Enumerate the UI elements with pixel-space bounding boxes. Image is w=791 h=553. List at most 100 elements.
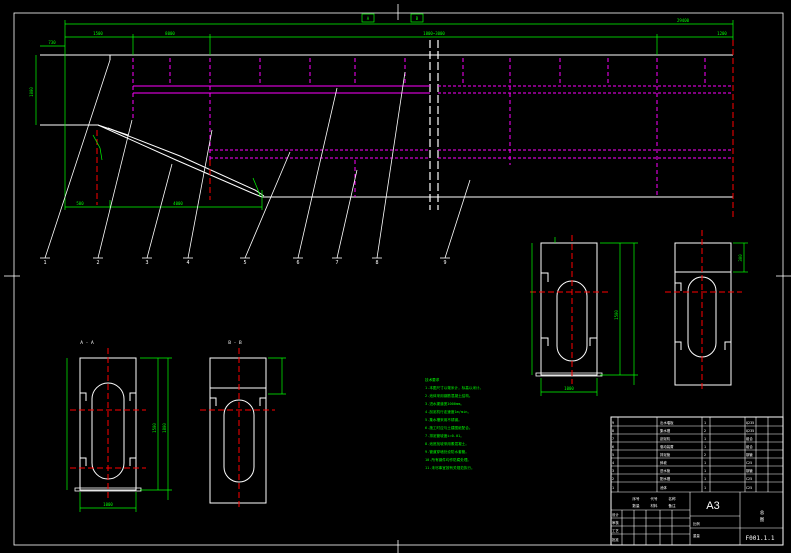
part-9-no: 9 [612,421,614,425]
part-9-name: 出水堰板 [660,420,674,425]
right2-dim-height: 300 [738,254,743,262]
note-3: 3.进水渠道宽1000mm。 [425,401,464,406]
section-a-view: A - A 1000 1500 1800 [66,340,172,512]
callout-2: 2 [96,260,99,266]
dim-bottom-left: 500 [76,201,84,206]
note-9: 9.管道穿墙处设防水套管。 [425,449,469,454]
th-qty: 数量 [632,503,640,508]
section-a-title: A - A [80,340,94,346]
part-4-name: 斜坡 [660,460,667,465]
title-char-2: 图 [760,517,765,523]
part-8-mat: Q235 [746,429,754,433]
part-9-qty: 1 [704,421,706,425]
drawing-number: F001.1.1 [746,535,775,542]
callout-1: 1 [43,260,46,266]
scale-label: 比例 [693,521,700,526]
part-4-no: 4 [612,461,614,465]
section-b-view: B - B [200,340,286,510]
break-lines [429,40,439,210]
callout-9: 9 [443,260,446,266]
right-section-2: 300 [665,230,748,392]
part-8-qty: 2 [704,429,706,433]
note-8: 8.池底找坡采用素混凝土。 [425,441,469,446]
dim-top-seg3: 1200 [717,31,727,36]
label-a: A [367,16,370,21]
note-7: 7.排泥管坡度i=0.01。 [425,433,464,438]
section-a-dim-height: 1500 [152,423,157,433]
part-7-qty: 1 [704,437,706,441]
leader-lines [40,59,471,259]
dim-top-total: 29400 [677,18,690,23]
part-6-mat: 组合 [746,444,753,449]
part-5-mat: 钢管 [746,452,753,457]
part-1-qty: 1 [704,486,706,490]
section-b-title: B - B [228,340,242,346]
th-name: 名称 [668,496,676,501]
part-5-no: 5 [612,453,614,457]
part-4-mat: C25 [746,461,752,465]
sign-process: 工艺 [612,528,619,533]
th-remark: 备注 [668,503,676,508]
right1-dim-height: 1500 [614,310,619,320]
sheet-border [13,12,784,546]
dim-top-left: 730 [48,40,56,45]
part-8-name: 集水槽 [660,428,671,433]
note-1: 1.本图尺寸以毫米计，标高以米计。 [425,385,483,390]
part-8-no: 8 [612,429,614,433]
part-6-name: 驱动装置 [660,444,674,449]
part-7-no: 7 [612,437,614,441]
main-section-view: 29400 730 1500 8000 1800~3000 1200 1000 … [29,13,734,266]
part-2-no: 2 [612,477,614,481]
th-mat: 材料 [650,503,658,508]
part-7-name: 刮泥机 [660,436,671,441]
part-5-name: 排泥管 [660,452,671,457]
sign-review: 审核 [612,520,619,525]
callout-3: 3 [145,260,148,266]
dim-left-height: 1000 [29,87,34,97]
hidden-beams [133,85,733,159]
dim-bottom-mid: 4000 [173,201,183,206]
section-a-dim-height2: 1800 [162,423,167,433]
part-3-qty: 1 [704,469,706,473]
centering-marks [4,4,791,553]
right-section-1: 1000 1500 [530,235,638,396]
part-1-mat: C25 [746,486,752,490]
callout-8: 8 [375,260,378,266]
th-seq: 序号 [632,496,640,501]
right1-dim-width: 1000 [564,386,574,391]
technical-notes: 技术要求 1.本图尺寸以毫米计，标高以米计。 2.池体采用钢筋混凝土结构。 3.… [425,377,483,470]
callout-7: 7 [335,260,338,266]
part-9-mat: Q235 [746,421,754,425]
part-7-mat: 组合 [746,436,753,441]
part-4-qty: 1 [704,461,706,465]
callout-5: 5 [243,260,246,266]
section-a-dim-width: 1000 [103,502,113,507]
title-block: 9 出水堰板 1 Q235 8 集水槽 2 Q235 7 刮泥机 1 组合 6 … [610,416,784,546]
part-1-name: 池体 [660,485,667,490]
dim-top-center: 1800~3000 [423,31,445,36]
note-11: 11.未尽事宜按有关规范执行。 [425,465,475,470]
part-2-mat: C25 [746,477,752,481]
sheet-size: A3 [706,500,719,512]
inlet-outline [40,124,129,136]
callout-numbers: 1 2 3 4 5 6 7 8 9 [43,260,446,266]
weight-label: 重量 [693,533,700,538]
label-b: B [416,16,419,21]
callout-6: 6 [296,260,299,266]
notes-heading: 技术要求 [425,377,440,382]
part-5-qty: 2 [704,453,706,457]
part-1-no: 1 [612,486,614,490]
part-2-qty: 1 [704,477,706,481]
part-2-name: 配水槽 [660,476,671,481]
sloped-bottom [97,124,263,198]
sign-design: 设计 [612,512,619,517]
th-code: 代号 [650,496,658,501]
dim-top-seg1: 1500 [93,31,103,36]
title-char-1: 总 [760,509,765,516]
sign-approve: 批准 [612,537,619,542]
part-3-mat: 钢管 [746,468,753,473]
note-10: 10.所有钢件均作防腐处理。 [425,457,471,462]
dim-top-seg2: 8000 [165,31,175,36]
note-5: 5.集水槽采用不锈钢。 [425,417,462,422]
